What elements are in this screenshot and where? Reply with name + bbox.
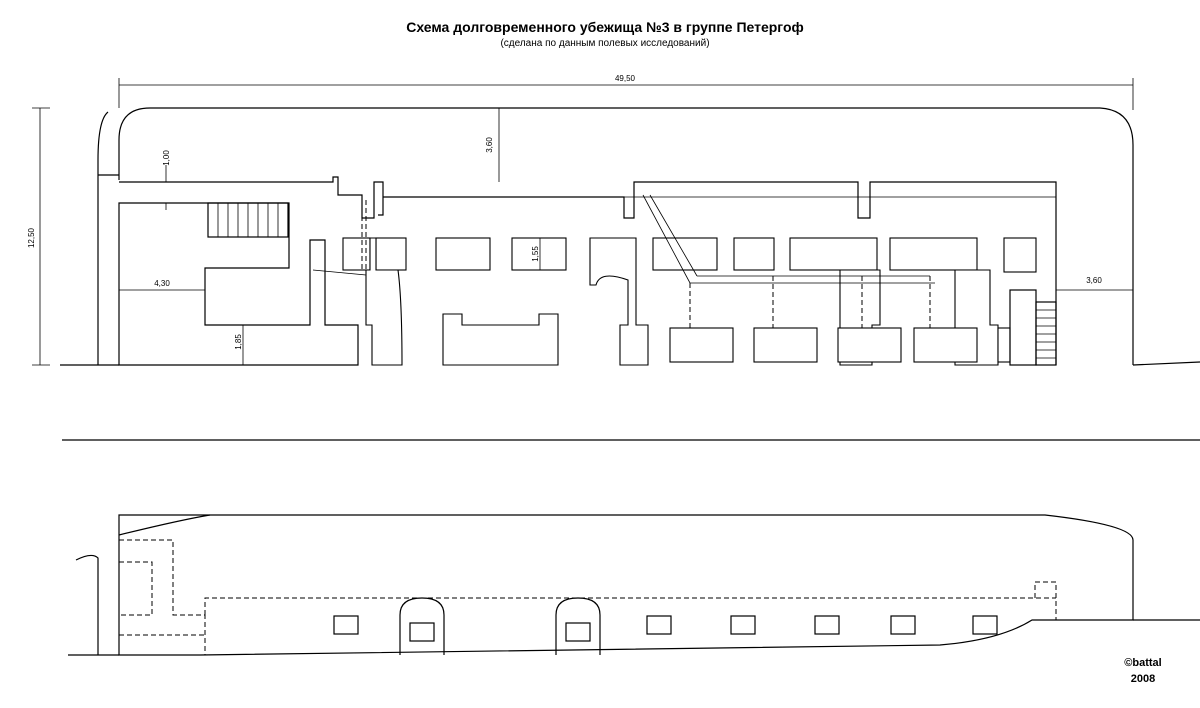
terrain-section-left bbox=[68, 554, 119, 656]
section-view bbox=[68, 514, 1200, 656]
dim-ceiling-depth: 3,60 bbox=[485, 137, 494, 153]
plan-central-block bbox=[442, 313, 559, 366]
copyright-year: 2008 bbox=[1131, 673, 1155, 685]
plan-left-block bbox=[118, 202, 359, 366]
dim-height: 12,50 bbox=[27, 227, 36, 248]
copyright-author: ©battal bbox=[1124, 657, 1161, 669]
section-dashed-passages bbox=[119, 539, 1057, 655]
plan-ventilation bbox=[312, 194, 935, 328]
section-arches bbox=[399, 597, 601, 655]
plan-upper-rooms bbox=[342, 237, 1037, 273]
plan-lower-rooms bbox=[669, 327, 1011, 363]
dim-room-height: 1,55 bbox=[531, 246, 540, 262]
diagram-title: Схема долговременного убежища №3 в групп… bbox=[406, 19, 804, 35]
terrain-left bbox=[97, 111, 109, 365]
plan-outer-vault bbox=[118, 107, 1134, 365]
section-mound bbox=[118, 514, 211, 536]
dim-left-width: 4,30 bbox=[154, 279, 170, 288]
plan-corridor bbox=[119, 176, 1057, 365]
section-windows bbox=[333, 615, 998, 635]
dimension-lines bbox=[32, 78, 1134, 366]
dim-bottom: 1,85 bbox=[234, 334, 243, 350]
staircase-right bbox=[1009, 289, 1057, 366]
dim-wall-top: 1,00 bbox=[162, 150, 171, 166]
staircase-left bbox=[207, 202, 289, 238]
plan-view: 49,50 12,50 1,00 3,60 1,55 4,30 1,85 3,6… bbox=[27, 74, 1200, 366]
diagram-subtitle: (сделана по данным полевых исследований) bbox=[500, 38, 709, 49]
dim-right-exit: 3,60 bbox=[1086, 276, 1102, 285]
dim-total-length: 49,50 bbox=[615, 74, 636, 83]
